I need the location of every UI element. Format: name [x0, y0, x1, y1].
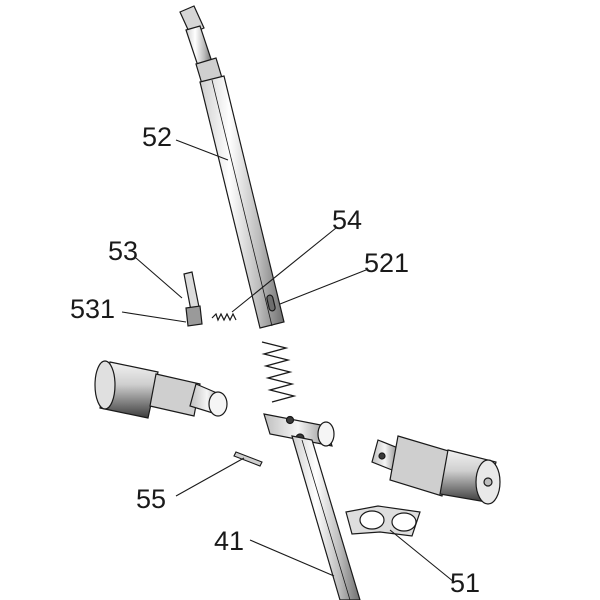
right-handle-grip: [371, 435, 501, 505]
t-joint-hole: [285, 415, 295, 425]
callout-41: 41: [214, 526, 245, 556]
right-grip-cap: [483, 477, 493, 487]
part-52-rod: [179, 5, 285, 329]
part-51-clamp: [345, 505, 421, 537]
leader-lines: [121, 139, 455, 583]
t-joint-block: [263, 413, 333, 447]
right-grip-pin: [378, 452, 386, 460]
latch-foot-531: [185, 305, 203, 327]
stem-41-body: [291, 435, 361, 600]
left-grip-opening: [208, 391, 228, 417]
right-grip-sleeve: [389, 435, 453, 497]
compression-spring: [261, 341, 297, 403]
callout-52: 52: [142, 122, 173, 152]
clamp-ring-right: [391, 512, 417, 532]
callout-54: 54: [332, 205, 363, 235]
leader-51: [389, 529, 455, 583]
stem-edge-line: [301, 439, 351, 600]
rod-edge-line: [211, 79, 273, 327]
callout-521: 521: [364, 248, 410, 278]
leader-521: [279, 269, 367, 305]
part-41-stem: [263, 413, 361, 600]
leader-53: [135, 257, 183, 299]
left-grip-end: [94, 360, 116, 410]
leader-52: [175, 139, 229, 161]
part-54-small-spring: [211, 312, 237, 322]
callout-53: 53: [108, 236, 139, 266]
leader-55: [175, 457, 245, 497]
callout-51: 51: [450, 568, 481, 598]
clamp-ring-left: [359, 510, 385, 530]
left-handle-grip: [94, 360, 228, 419]
part-53-latch: [183, 271, 203, 327]
leader-41: [249, 539, 335, 577]
callout-55: 55: [136, 484, 167, 514]
part-55-pin: [233, 451, 263, 467]
left-grip-sleeve: [149, 373, 201, 417]
leader-54: [231, 227, 337, 313]
t-joint-opening: [317, 421, 335, 447]
callout-531: 531: [70, 294, 116, 324]
rod-slot-521: [266, 294, 276, 312]
leader-531: [121, 311, 187, 323]
